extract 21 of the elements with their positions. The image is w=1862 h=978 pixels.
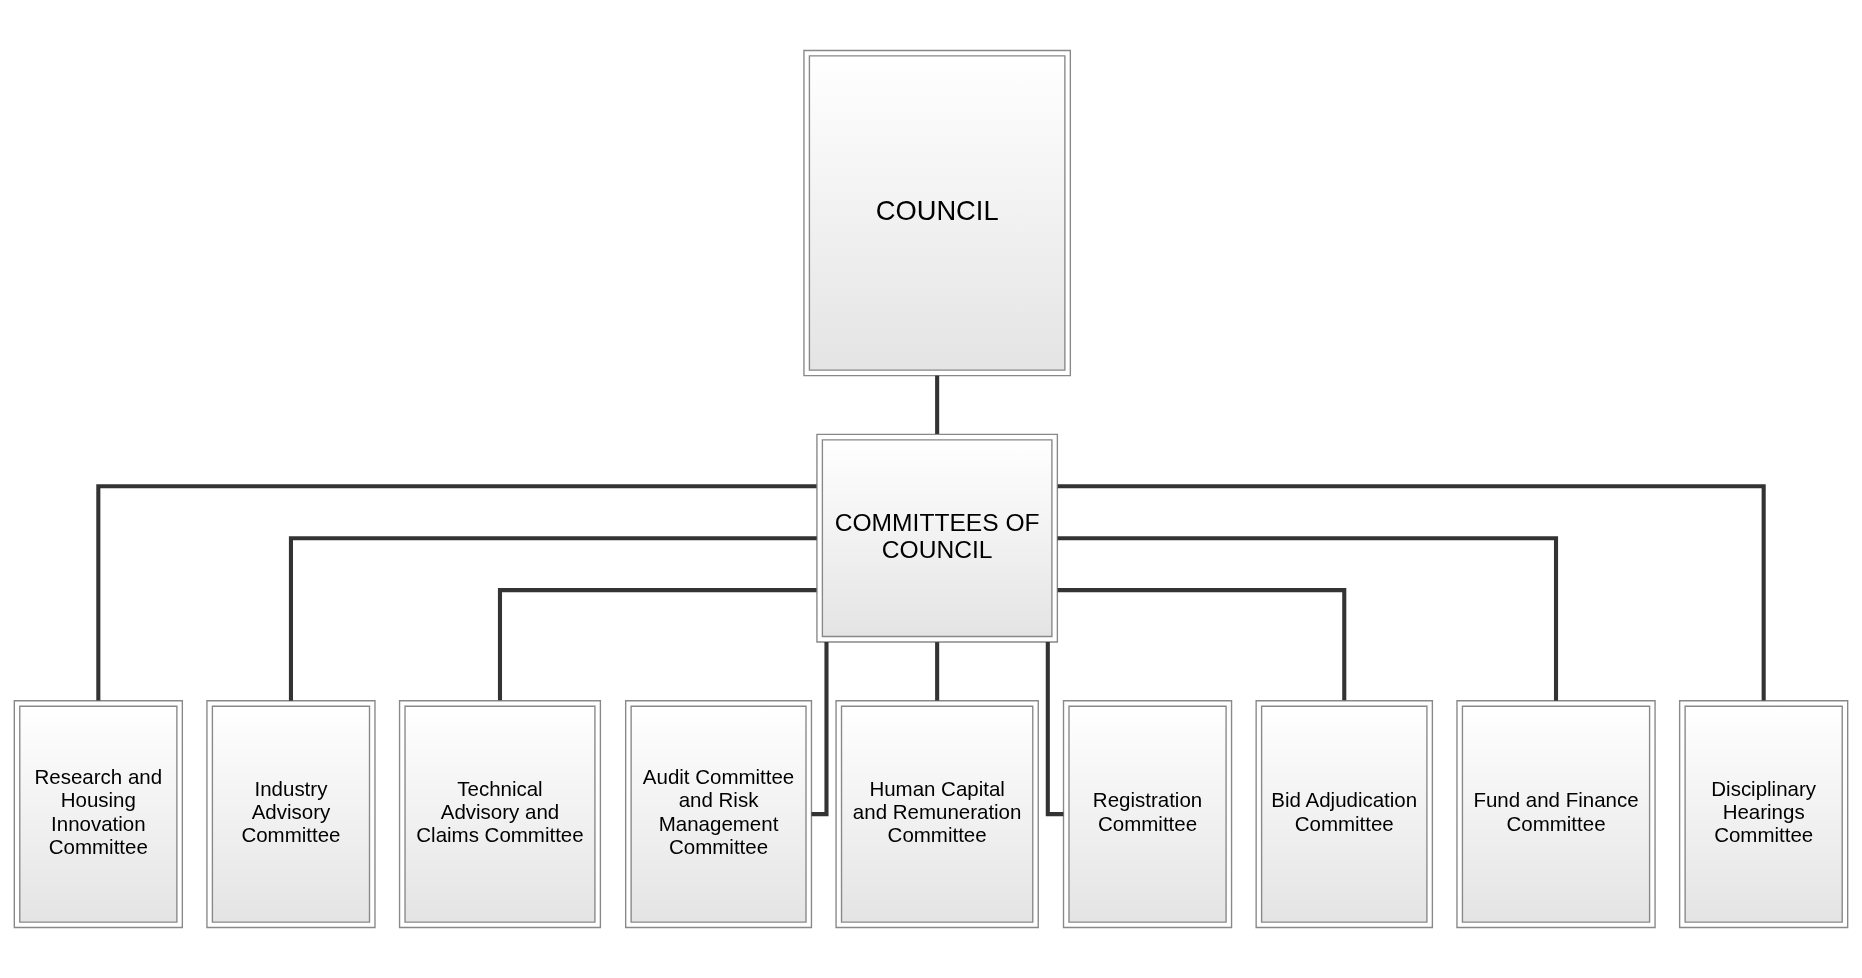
- connector: [1045, 642, 1064, 817]
- node-box: Human Capital and Remuneration Committee: [835, 700, 1039, 929]
- connector: [1057, 588, 1347, 701]
- node-box: Bid Adjudication Committee: [1255, 700, 1434, 929]
- connector: [935, 642, 940, 701]
- connector: [96, 484, 817, 701]
- node-box: Audit Committee and Risk Management Committee: [624, 700, 813, 929]
- connector: [497, 588, 817, 701]
- node-box: Disciplinary Hearings Committee: [1678, 700, 1849, 929]
- node-box: Registration Committee: [1062, 700, 1233, 929]
- node-box: Fund and Finance Committee: [1456, 700, 1656, 929]
- connector: [288, 536, 817, 701]
- node-box: COUNCIL: [803, 49, 1072, 377]
- connector: [811, 642, 829, 817]
- node-box: Research and Housing Innovation Committee: [13, 700, 184, 929]
- node-box: Technical Advisory and Claims Committee: [398, 700, 602, 929]
- node-box: COMMITTEES OF COUNCIL: [816, 433, 1059, 643]
- connector: [1057, 536, 1559, 701]
- connector: [935, 375, 940, 434]
- node-box: Industry Advisory Committee: [206, 700, 376, 929]
- connector: [1057, 484, 1766, 701]
